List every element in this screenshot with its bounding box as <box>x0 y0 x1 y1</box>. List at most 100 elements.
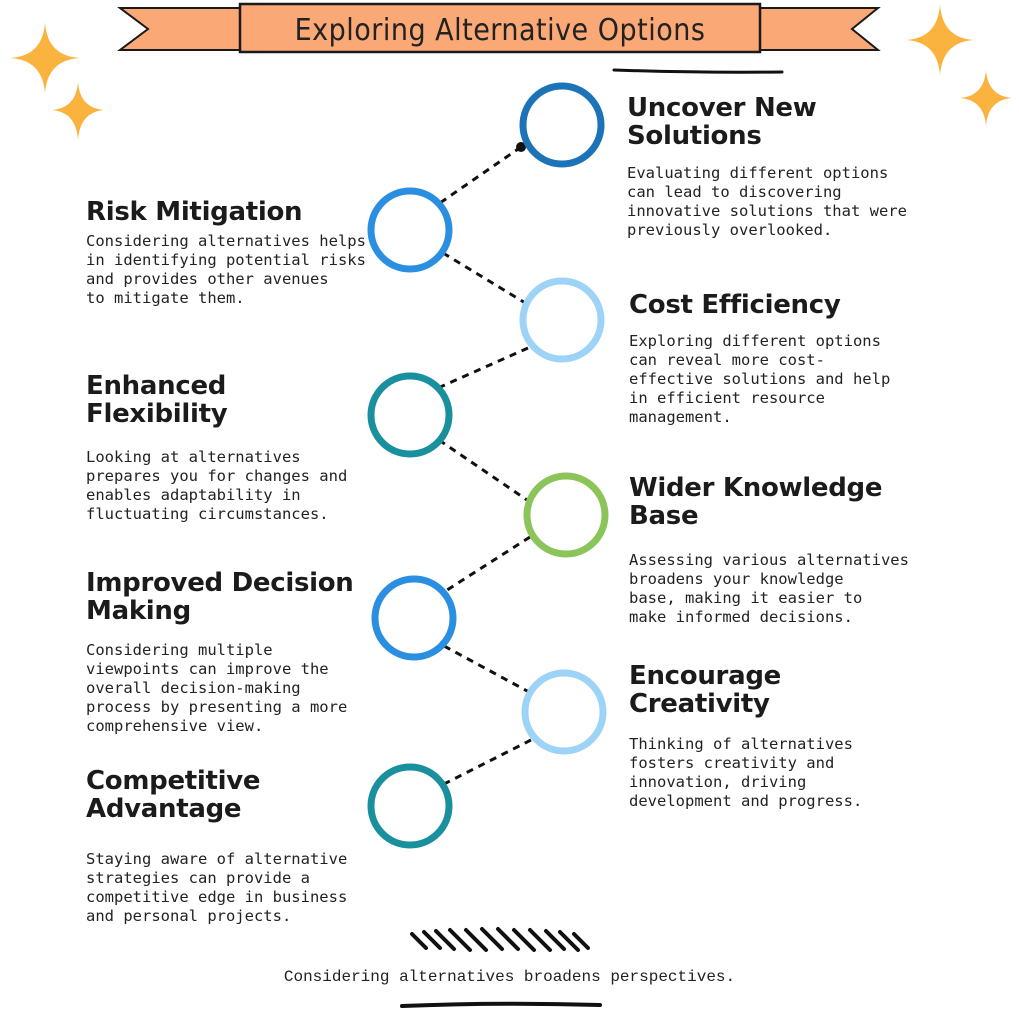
title-line: Enhanced <box>86 371 227 401</box>
node-enhanced-flexibility <box>367 372 453 458</box>
desc-line: previously overlooked. <box>627 221 833 239</box>
node-wider-knowledge-base <box>523 472 609 558</box>
node-risk-mitigation <box>367 187 453 273</box>
desc-line: make informed decisions. <box>629 608 853 626</box>
title-line: Improved Decision <box>86 568 354 598</box>
title-line: Wider Knowledge <box>629 473 883 503</box>
item-desc-competitive-advantage: Staying aware of alternative strategies … <box>86 850 347 926</box>
item-desc-improved-decision-making: Considering multiple viewpoints can impr… <box>86 641 347 736</box>
desc-line: Considering alternatives helps <box>86 232 366 250</box>
sparkle-icon <box>906 4 974 76</box>
title-banner <box>117 2 881 54</box>
connector-4 <box>438 438 528 502</box>
item-title-enhanced-flexibility: Enhanced Flexibility <box>86 371 228 429</box>
desc-line: in efficient resource <box>629 389 825 407</box>
desc-line: competitive edge in business <box>86 888 348 906</box>
item-title-competitive-advantage: Competitive Advantage <box>86 766 261 824</box>
desc-line: fluctuating circumstances. <box>86 505 329 523</box>
desc-line: enables adaptability in <box>86 486 301 504</box>
item-desc-enhanced-flexibility: Looking at alternatives prepares you for… <box>86 448 347 524</box>
node-competitive-advantage <box>367 763 453 849</box>
node-improved-decision-making <box>371 575 457 661</box>
scribble-4 <box>448 928 472 952</box>
desc-line: development and progress. <box>629 792 863 810</box>
scribble-3 <box>434 929 456 951</box>
scribble-strokes <box>410 927 590 952</box>
item-title-cost-efficiency: Cost Efficiency <box>629 291 841 319</box>
desc-line: Evaluating different options <box>627 164 889 182</box>
desc-line: process by presenting a more <box>86 698 348 716</box>
title-line: Making <box>86 596 191 626</box>
title-line: Uncover New <box>627 93 817 123</box>
connector-7 <box>443 738 532 786</box>
connector-3 <box>437 346 529 390</box>
sparkle-icon <box>960 70 1012 126</box>
item-desc-cost-efficiency: Exploring different options can reveal m… <box>629 332 890 427</box>
sparkle-icon <box>10 22 80 94</box>
connector-6 <box>443 644 530 694</box>
scribble-10 <box>544 929 566 951</box>
desc-line: effective solutions and help <box>629 370 891 388</box>
desc-line: broadens your knowledge <box>629 570 844 588</box>
scribble-5 <box>464 928 488 952</box>
scribble-2 <box>422 930 442 950</box>
item-title-encourage-creativity: Encourage Creativity <box>629 662 781 718</box>
title-line: Cost Efficiency <box>629 290 841 320</box>
desc-line: Thinking of alternatives <box>629 735 853 753</box>
desc-line: Looking at alternatives <box>86 448 301 466</box>
desc-line: Assessing various alternatives <box>629 551 909 569</box>
item-title-risk-mitigation: Risk Mitigation <box>86 197 303 227</box>
title-line: Creativity <box>629 689 770 719</box>
node-encourage-creativity <box>521 669 607 755</box>
title-line: Flexibility <box>86 399 228 429</box>
desc-line: viewpoints can improve the <box>86 660 329 678</box>
item-desc-encourage-creativity: Thinking of alternatives fosters creativ… <box>629 735 862 811</box>
item-desc-risk-mitigation: Considering alternatives helps in identi… <box>86 232 366 308</box>
connector-1 <box>436 145 522 207</box>
scribble-1 <box>410 932 428 950</box>
desc-line: fosters creativity and <box>629 754 835 772</box>
title-line: Risk Mitigation <box>86 197 303 227</box>
title-line: Encourage <box>629 661 781 691</box>
connector-5 <box>443 535 531 594</box>
sparkle-icon <box>52 82 104 140</box>
connector-dot <box>516 142 526 152</box>
item-desc-wider-knowledge-base: Assessing various alternatives broadens … <box>629 551 909 627</box>
desc-line: base, making it easier to <box>629 589 863 607</box>
desc-line: to mitigate them. <box>86 289 245 307</box>
scribble-6 <box>480 927 504 951</box>
title-line: Base <box>629 501 699 531</box>
desc-line: management. <box>629 408 732 426</box>
desc-line: innovation, driving <box>629 773 807 791</box>
node-uncover-new-solutions <box>519 82 605 168</box>
item-title-wider-knowledge-base: Wider Knowledge Base <box>629 474 882 530</box>
desc-line: Considering multiple <box>86 641 273 659</box>
circle-nodes <box>367 82 609 849</box>
desc-line: and personal projects. <box>86 907 292 925</box>
desc-line: Staying aware of alternative <box>86 850 348 868</box>
connector-2 <box>442 251 528 306</box>
title-line: Competitive <box>86 766 261 796</box>
scribble-9 <box>528 928 552 952</box>
underline-stroke <box>612 68 784 74</box>
desc-line: in identifying potential risks <box>86 251 366 269</box>
desc-line: comprehensive view. <box>86 717 264 735</box>
desc-line: Exploring different options <box>629 332 881 350</box>
footer-caption: Considering alternatives broadens perspe… <box>283 968 736 986</box>
title-line: Advantage <box>86 794 242 824</box>
banner-body <box>238 2 762 54</box>
node-cost-efficiency <box>519 277 605 363</box>
scribble-12 <box>572 932 590 950</box>
title-line: Solutions <box>627 121 762 151</box>
scribble-11 <box>558 930 580 952</box>
item-title-uncover-new-solutions: Uncover New Solutions <box>627 93 817 151</box>
item-desc-uncover-new-solutions: Evaluating different options can lead to… <box>627 164 907 240</box>
desc-line: strategies can provide a <box>86 869 310 887</box>
scribble-7 <box>496 927 520 951</box>
connector-lines <box>436 145 532 786</box>
desc-line: can reveal more cost- <box>629 351 825 369</box>
desc-line: innovative solutions that were <box>627 202 907 220</box>
desc-line: can lead to discovering <box>627 183 842 201</box>
desc-line: and provides other avenues <box>86 270 329 288</box>
